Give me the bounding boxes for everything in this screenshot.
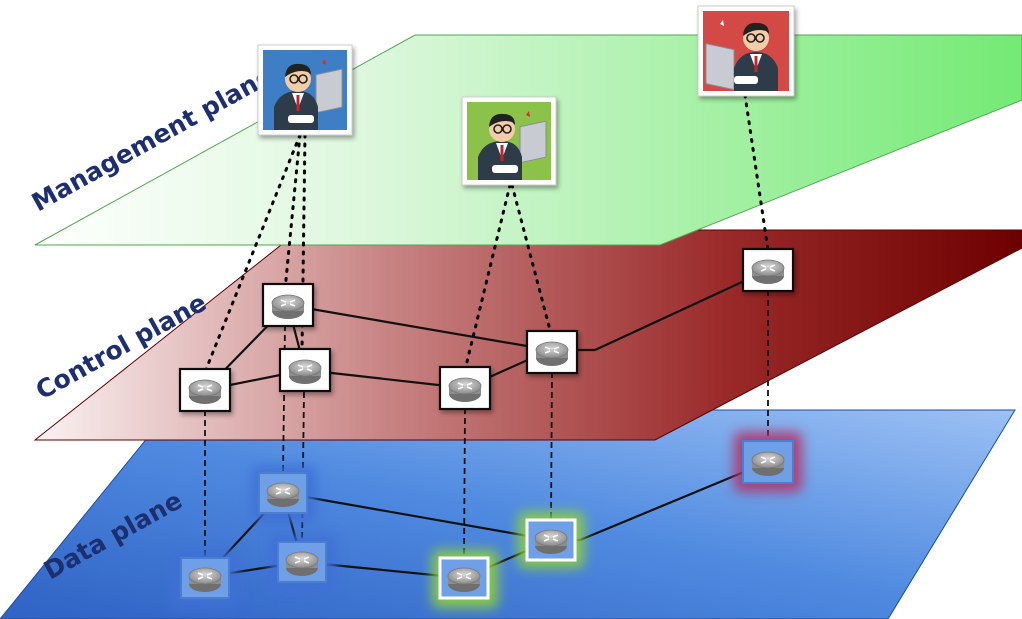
- router-icon: [741, 247, 795, 293]
- operator-icon: [461, 96, 557, 186]
- router-icon: [438, 365, 492, 411]
- operators: [257, 5, 795, 186]
- router-icon: [180, 557, 230, 599]
- control-routers: [178, 247, 795, 413]
- router-icon: [261, 282, 315, 328]
- router-icon: [438, 556, 490, 600]
- router-icon: [278, 347, 332, 393]
- router-icon: [525, 518, 577, 562]
- router-icon: [258, 472, 308, 514]
- router-icon: [178, 367, 232, 413]
- data-routers: [172, 432, 802, 608]
- operator-icon: [697, 5, 795, 97]
- operator-icon: [257, 44, 353, 136]
- router-icon: [525, 329, 579, 375]
- router-icon: [742, 440, 794, 484]
- router-icon: [277, 541, 327, 583]
